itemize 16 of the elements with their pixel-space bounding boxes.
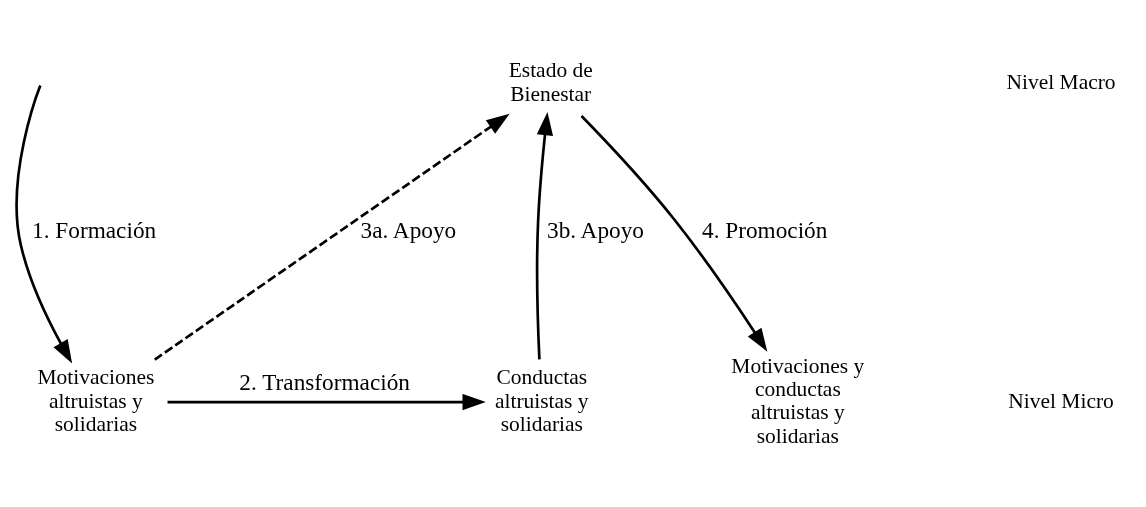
arrow — [167, 393, 486, 411]
label: Nivel Macro — [1006, 69, 1116, 94]
node-text: Estado de Bienestar — [508, 58, 593, 106]
edge-label: 3b. Apoyo — [547, 217, 644, 244]
node-text: Motivaciones altruistas y solidarias — [37, 365, 155, 436]
label: Nivel Micro — [1008, 388, 1114, 413]
edge-label: 1. Formación — [32, 217, 157, 244]
node-text: Conductas altruistas y solidarias — [494, 365, 589, 436]
edge-label: 4. Promoción — [702, 217, 828, 244]
arrow — [535, 112, 554, 360]
arrow — [15, 84, 73, 364]
edge-label: 2. Transformación — [239, 369, 410, 396]
node-text: Motivaciones y conductas altruistas y solidarias — [731, 353, 865, 448]
edge-label: 3a. Apoyo — [360, 217, 457, 244]
arrow — [154, 113, 510, 361]
arrow — [580, 115, 768, 352]
